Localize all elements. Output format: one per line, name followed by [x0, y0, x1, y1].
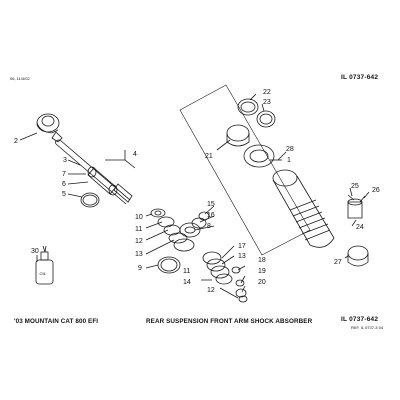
oil-bottle-label: OIL [40, 271, 47, 276]
frame-box [179, 84, 311, 256]
callout-10: 10 [135, 214, 143, 221]
shock-rod-part [55, 139, 131, 205]
callout-1: 1 [287, 157, 291, 164]
eyelet-part [36, 113, 63, 143]
callout-6: 6 [62, 181, 66, 188]
callout-21: 20 [258, 279, 266, 286]
callout-15: 15 [207, 201, 215, 208]
model-name: '03 MOUNTAIN CAT 800 EFI [14, 318, 99, 325]
illustration-id-bottom: IL 0737-642 [341, 316, 379, 323]
callout-12b: 12 [207, 287, 215, 294]
callout-17: 14 [183, 279, 191, 286]
callout-13a: 13 [135, 251, 143, 258]
bumper-part [87, 166, 133, 203]
bracket-line [105, 150, 126, 161]
callout-22: 21 [205, 153, 213, 160]
cap-parts [226, 98, 276, 168]
ref-number: REF. IL 0737-3 04 [351, 325, 384, 330]
callout-11a: 11 [135, 226, 142, 233]
piston-stack-part [150, 208, 210, 252]
callout-3: 3 [63, 157, 67, 164]
illustration-id-top: IL 0737-642 [341, 74, 379, 81]
callout-8: 8 [207, 223, 211, 230]
callout-18: 17 [238, 243, 246, 250]
shock-body-part [272, 169, 335, 248]
callout-24: 23 [263, 99, 271, 106]
callout-16: 16 [207, 212, 215, 219]
callout-27: 26 [372, 187, 380, 194]
callout-20: 19 [258, 268, 266, 275]
callout-30: 30 [31, 248, 39, 255]
callout-5: 5 [62, 191, 66, 198]
oil-bottle-part [35, 245, 54, 285]
callout-25: 24 [356, 224, 364, 231]
callout-23: 22 [263, 89, 271, 96]
callout-12a: 12 [135, 238, 143, 245]
callout-9: 9 [138, 265, 142, 272]
callout-28: 27 [334, 259, 342, 266]
date-code: 06, 11/4/02 [10, 76, 30, 81]
callout-13b: 13 [238, 253, 246, 260]
o-ring-part [80, 192, 100, 208]
bottom-cap-part [347, 245, 369, 267]
callout-26: 25 [351, 183, 359, 190]
callout-19: 18 [258, 257, 266, 264]
callout-7: 7 [62, 171, 66, 178]
diagram-title: REAR SUSPENSION FRONT ARM SHOCK ABSORBER [146, 318, 313, 325]
callout-29: 28 [286, 146, 294, 153]
valve-fitting-part [347, 194, 366, 219]
callout-2: 2 [14, 138, 18, 145]
callout-11b: 11 [183, 268, 190, 275]
lower-stack-part [202, 251, 248, 303]
callout-4: 4 [133, 151, 137, 158]
